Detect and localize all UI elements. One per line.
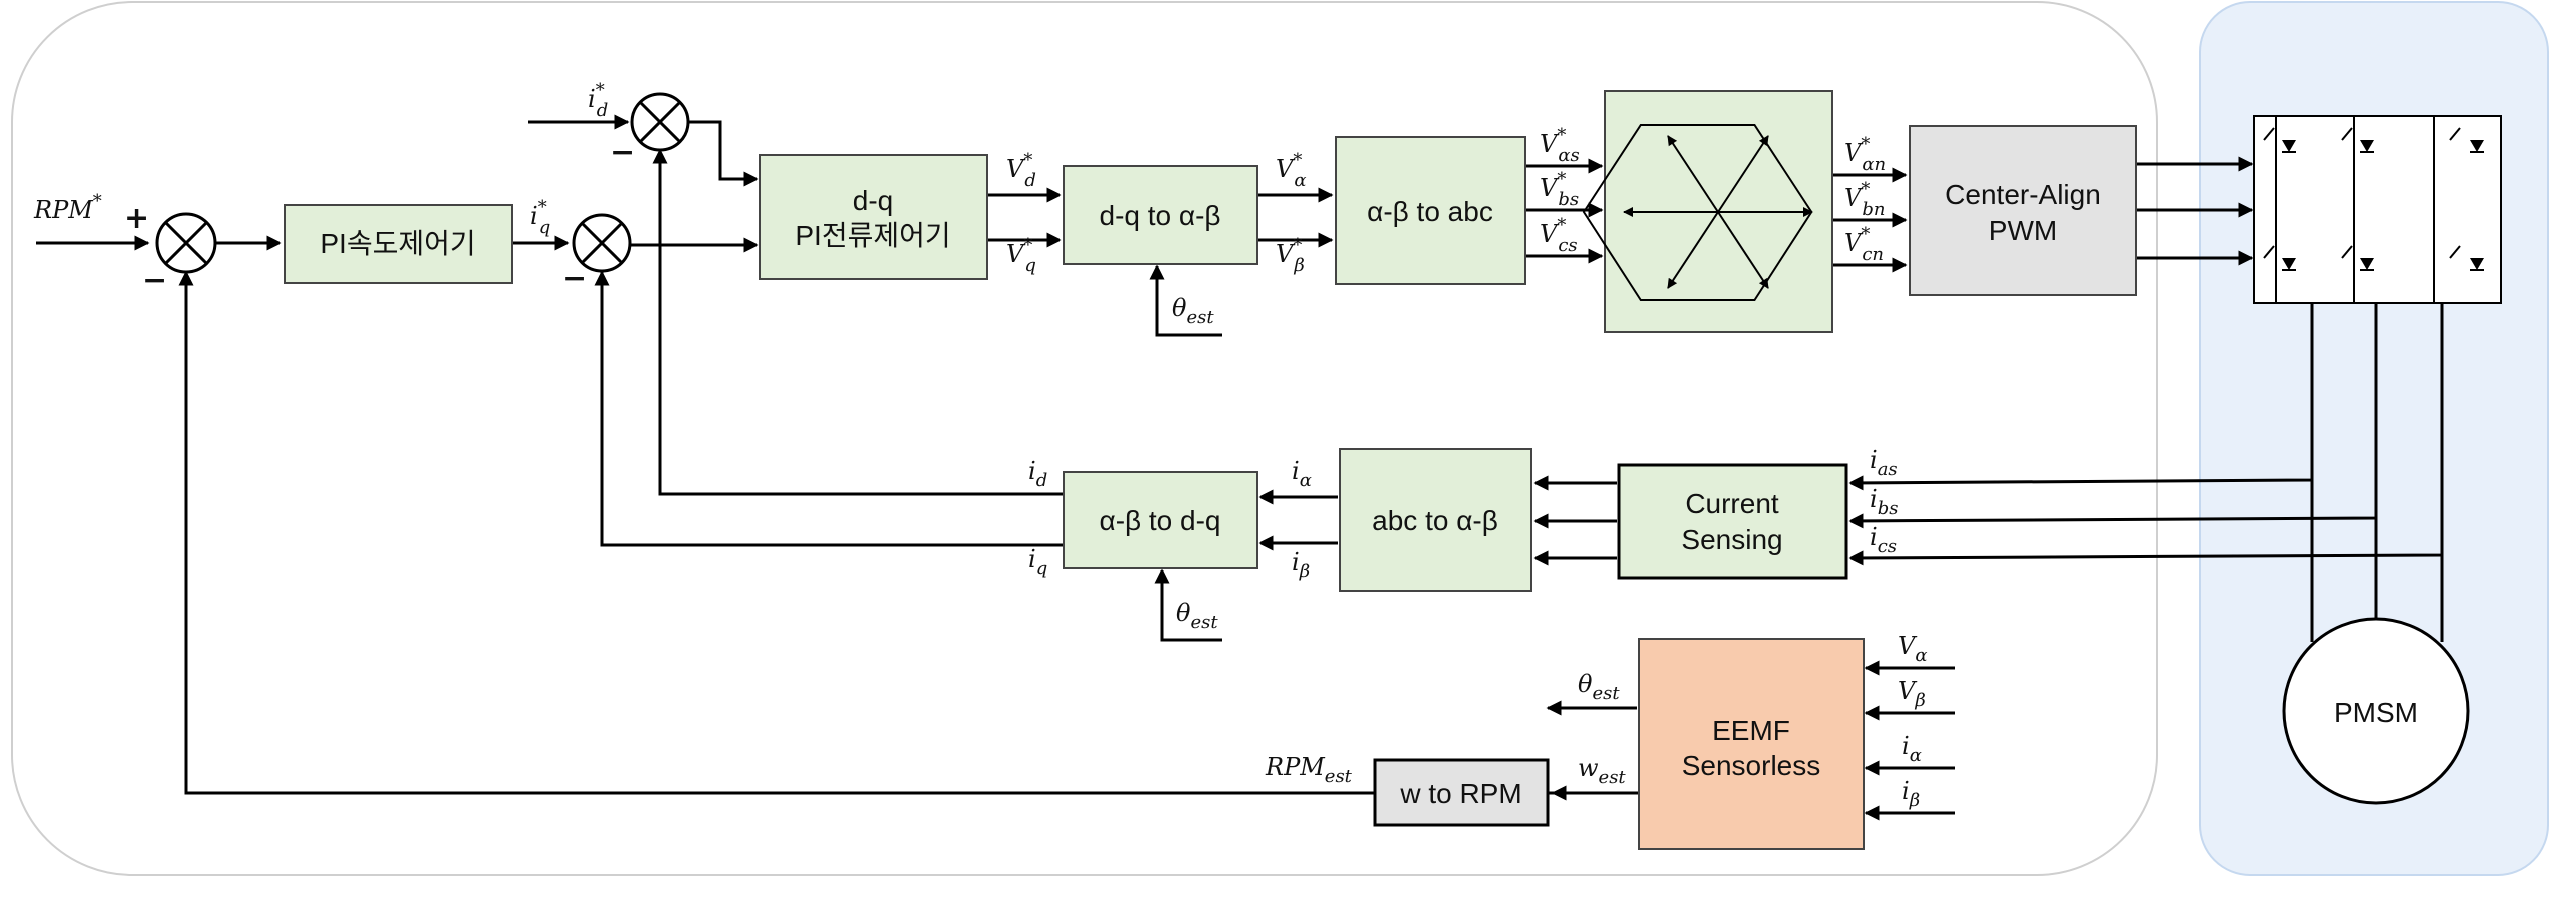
label-ibs: ibs bbox=[1870, 485, 1898, 519]
current-sensing-label-line2: Sensing bbox=[1681, 524, 1782, 555]
w-to-rpm-label: w to RPM bbox=[1399, 778, 1521, 809]
signal-labels: RPM* i*d i*q V*d V*q V*α V*β V*αs V*bs V… bbox=[33, 80, 1928, 811]
speed-pi-controller-label: PI속도제어기 bbox=[320, 228, 475, 259]
w-to-rpm-block: w to RPM bbox=[1373, 758, 1550, 827]
label-theta-est-3: θest bbox=[1578, 670, 1620, 704]
label-vbeta-ref: V*β bbox=[1276, 235, 1305, 276]
label-theta-est-1: θest bbox=[1172, 294, 1214, 328]
sign-minus-iq: − bbox=[562, 261, 587, 296]
signal-wires bbox=[36, 114, 2444, 821]
pmsm-motor-block: PMSM bbox=[2282, 617, 2470, 805]
label-vcs-ref: V*cs bbox=[1540, 215, 1578, 256]
label-ics: ics bbox=[1870, 523, 1897, 557]
pwm-label-line2: PWM bbox=[1989, 215, 2057, 246]
sign-minus-speed: − bbox=[142, 263, 167, 298]
label-ibeta-1: iβ bbox=[1292, 548, 1310, 582]
alphabeta-to-dq-block: α-β to d-q bbox=[1063, 471, 1258, 569]
alphabeta-to-dq-label: α-β to d-q bbox=[1100, 505, 1221, 536]
inverter-block bbox=[2253, 115, 2502, 304]
label-vas-ref: V*αs bbox=[1540, 125, 1580, 166]
switch-glyphs bbox=[2262, 128, 2484, 270]
label-id-ref: i*d bbox=[588, 80, 608, 121]
label-rpm-ref: RPM* bbox=[33, 191, 102, 224]
current-sensing-block: Current Sensing bbox=[1617, 463, 1848, 580]
label-vbs-ref: V*bs bbox=[1540, 169, 1579, 210]
label-iq: iq bbox=[1028, 545, 1047, 579]
label-id: id bbox=[1028, 457, 1047, 491]
abc-to-alphabeta-label: abc to α-β bbox=[1372, 505, 1498, 536]
label-vq-ref: V*q bbox=[1006, 235, 1036, 276]
center-align-pwm-block: Center-Align PWM bbox=[1909, 125, 2137, 296]
eemf-label-line1: EEMF bbox=[1712, 715, 1790, 746]
abc-to-alphabeta-block: abc to α-β bbox=[1339, 448, 1532, 592]
current-sensing-label-line1: Current bbox=[1685, 488, 1779, 519]
sign-minus-id: − bbox=[610, 135, 635, 170]
alphabeta-to-abc-label: α-β to abc bbox=[1367, 196, 1493, 227]
label-vbn-ref: V*bn bbox=[1844, 179, 1885, 220]
label-rpm-est: RPMest bbox=[1265, 753, 1353, 787]
label-ialpha-2: iα bbox=[1902, 732, 1922, 766]
label-vd-ref: V*d bbox=[1006, 150, 1036, 191]
eemf-sensorless-block: EEMF Sensorless bbox=[1638, 638, 1865, 850]
pwm-label-line1: Center-Align bbox=[1945, 179, 2101, 210]
label-w-est: west bbox=[1578, 754, 1626, 788]
label-valpha-ref: V*α bbox=[1276, 150, 1307, 191]
eemf-label-line2: Sensorless bbox=[1682, 750, 1821, 781]
label-ias: ias bbox=[1870, 446, 1898, 480]
current-pi-controller-label-line1: d-q bbox=[853, 185, 893, 216]
alphabeta-to-abc-block: α-β to abc bbox=[1335, 136, 1526, 285]
label-v-alpha: Vα bbox=[1898, 632, 1928, 666]
label-van-ref: V*αn bbox=[1844, 134, 1886, 175]
label-ialpha-1: iα bbox=[1292, 457, 1312, 491]
current-pi-controller-block: d-q PI전류제어기 bbox=[759, 154, 988, 280]
label-v-beta: Vβ bbox=[1898, 677, 1926, 711]
speed-pi-controller-block: PI속도제어기 bbox=[284, 204, 513, 284]
sum-junction-id bbox=[630, 92, 690, 152]
label-ibeta-2: iβ bbox=[1902, 777, 1920, 811]
sum-junction-iq bbox=[572, 213, 632, 273]
dq-to-alphabeta-block: d-q to α-β bbox=[1063, 165, 1258, 265]
label-vcn-ref: V*cn bbox=[1844, 224, 1884, 265]
sign-plus-speed: + bbox=[124, 201, 149, 236]
dq-to-alphabeta-label: d-q to α-β bbox=[1100, 200, 1221, 231]
label-iq-ref: i*q bbox=[530, 197, 550, 238]
pmsm-label: PMSM bbox=[2334, 697, 2418, 728]
current-pi-controller-label-line2: PI전류제어기 bbox=[795, 220, 950, 251]
svpwm-hexagon-block bbox=[1582, 90, 1833, 333]
label-theta-est-2: θest bbox=[1176, 599, 1218, 633]
sum-junction-speed bbox=[155, 212, 217, 274]
